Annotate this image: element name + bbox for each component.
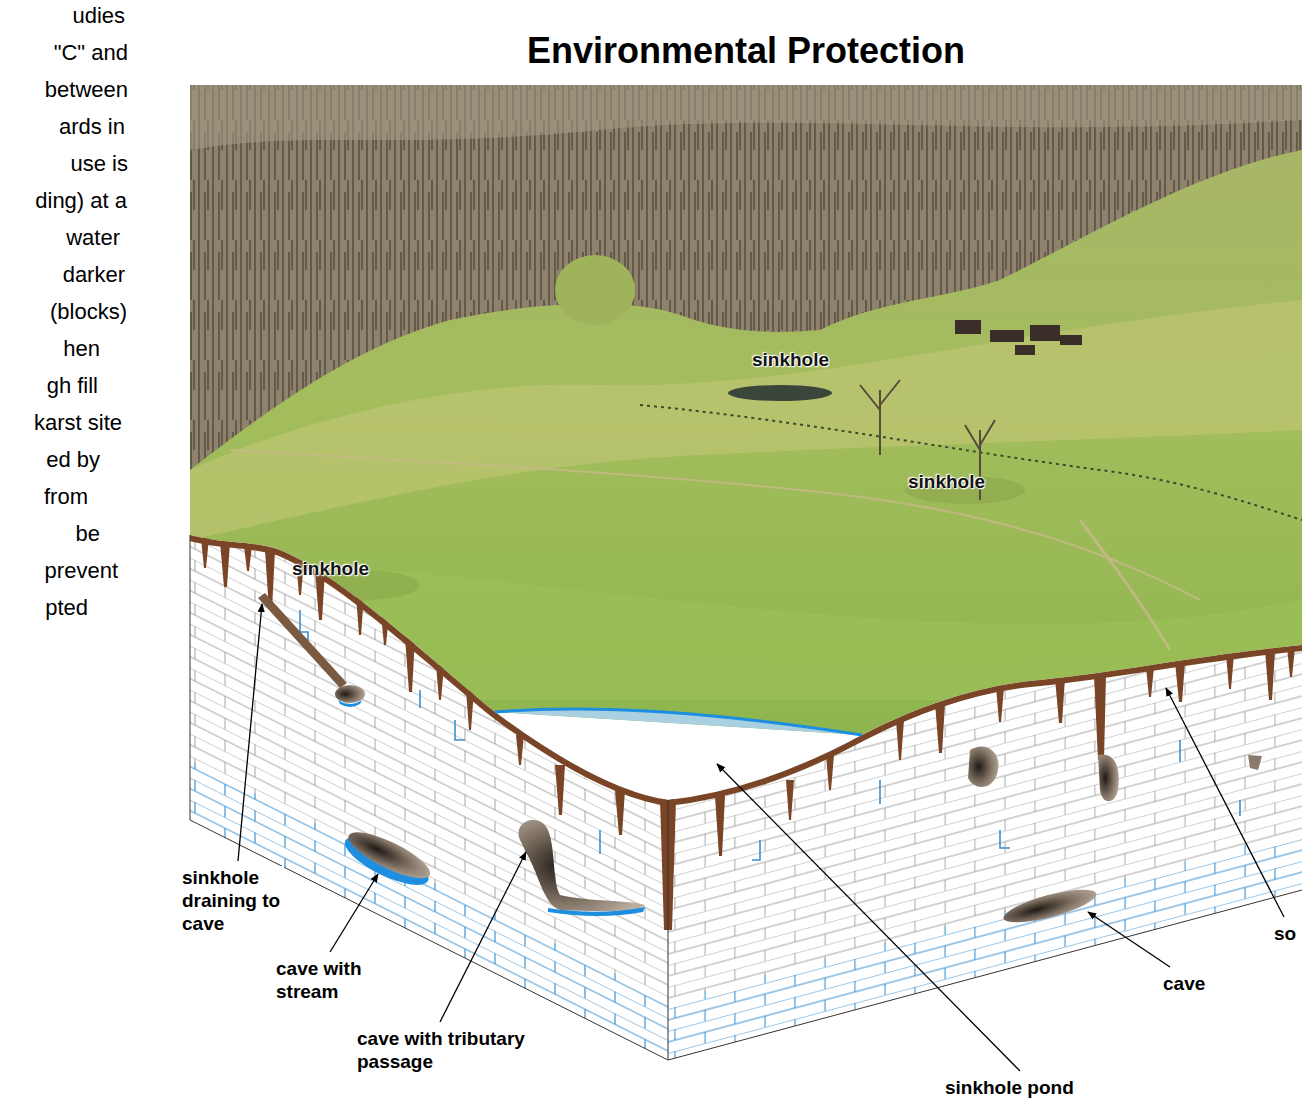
block-outline <box>190 535 1302 1060</box>
callout-label: cave <box>1161 972 1207 995</box>
column-text: "C" and <box>54 40 128 66</box>
sinkhole-pond-far <box>728 385 832 401</box>
column-text: from <box>44 484 88 510</box>
sinkhole-drain <box>258 593 347 688</box>
cave <box>968 746 999 787</box>
column-text: ed by <box>46 447 100 473</box>
soil-layer <box>190 535 1302 800</box>
column-text: between <box>45 77 128 103</box>
cave <box>1001 883 1099 929</box>
forest <box>190 85 1302 470</box>
feature-label: sinkhole <box>908 470 985 493</box>
callout-label: cave with tributary passage <box>355 1027 543 1073</box>
column-text: hen <box>63 336 100 362</box>
farm-track <box>230 450 1200 600</box>
lone-tree <box>860 380 995 500</box>
saturated-zone <box>668 830 1302 1060</box>
leader-line <box>717 764 1020 1071</box>
tributary-passage <box>519 820 645 911</box>
green-tree <box>555 255 635 325</box>
leader-line <box>330 874 378 952</box>
column-text: use is <box>71 151 128 177</box>
cave <box>335 685 365 703</box>
water-fracture <box>300 610 1240 860</box>
soil-pipes <box>201 538 1295 930</box>
column-text: ards in <box>59 114 125 140</box>
farm-equipment <box>955 320 1082 355</box>
callout-label: so <box>1272 922 1298 945</box>
farm-track <box>1080 520 1170 650</box>
column-text: ding) at a <box>35 188 127 214</box>
saturated-zone <box>668 830 1302 1060</box>
limestone <box>190 480 1302 1080</box>
leader-line <box>238 604 262 861</box>
diagram-title: Environmental Protection <box>190 30 1302 72</box>
column-text: (blocks) <box>50 299 127 325</box>
callout-label: sinkhole pond <box>943 1076 1076 1099</box>
column-text: gh fill <box>47 373 98 399</box>
cave-with-stream <box>339 823 437 894</box>
column-text: water <box>66 225 120 251</box>
leader-lines <box>238 604 1284 1071</box>
callout-label: cave with stream <box>274 957 382 1003</box>
column-text: udies <box>72 3 125 29</box>
forest-far <box>190 85 1302 150</box>
bedrock-block <box>190 480 1302 1080</box>
leader-line <box>1166 688 1284 917</box>
feature-label: sinkhole <box>292 557 369 580</box>
column-text: be <box>76 521 100 547</box>
column-text: pted <box>45 595 88 621</box>
cave-water <box>338 700 362 707</box>
column-text: karst site <box>34 410 122 436</box>
column-text: darker <box>63 262 125 288</box>
feature-label: sinkhole <box>752 348 829 371</box>
pond-edge <box>495 709 862 735</box>
callout-label: sinkhole draining to cave <box>180 866 284 935</box>
leader-line <box>1088 912 1170 967</box>
cave-water <box>548 907 645 916</box>
column-text: prevent <box>45 558 118 584</box>
cave <box>1248 755 1262 770</box>
leader-line <box>440 852 526 1022</box>
fence-line <box>640 405 1302 520</box>
cave <box>1098 754 1119 801</box>
